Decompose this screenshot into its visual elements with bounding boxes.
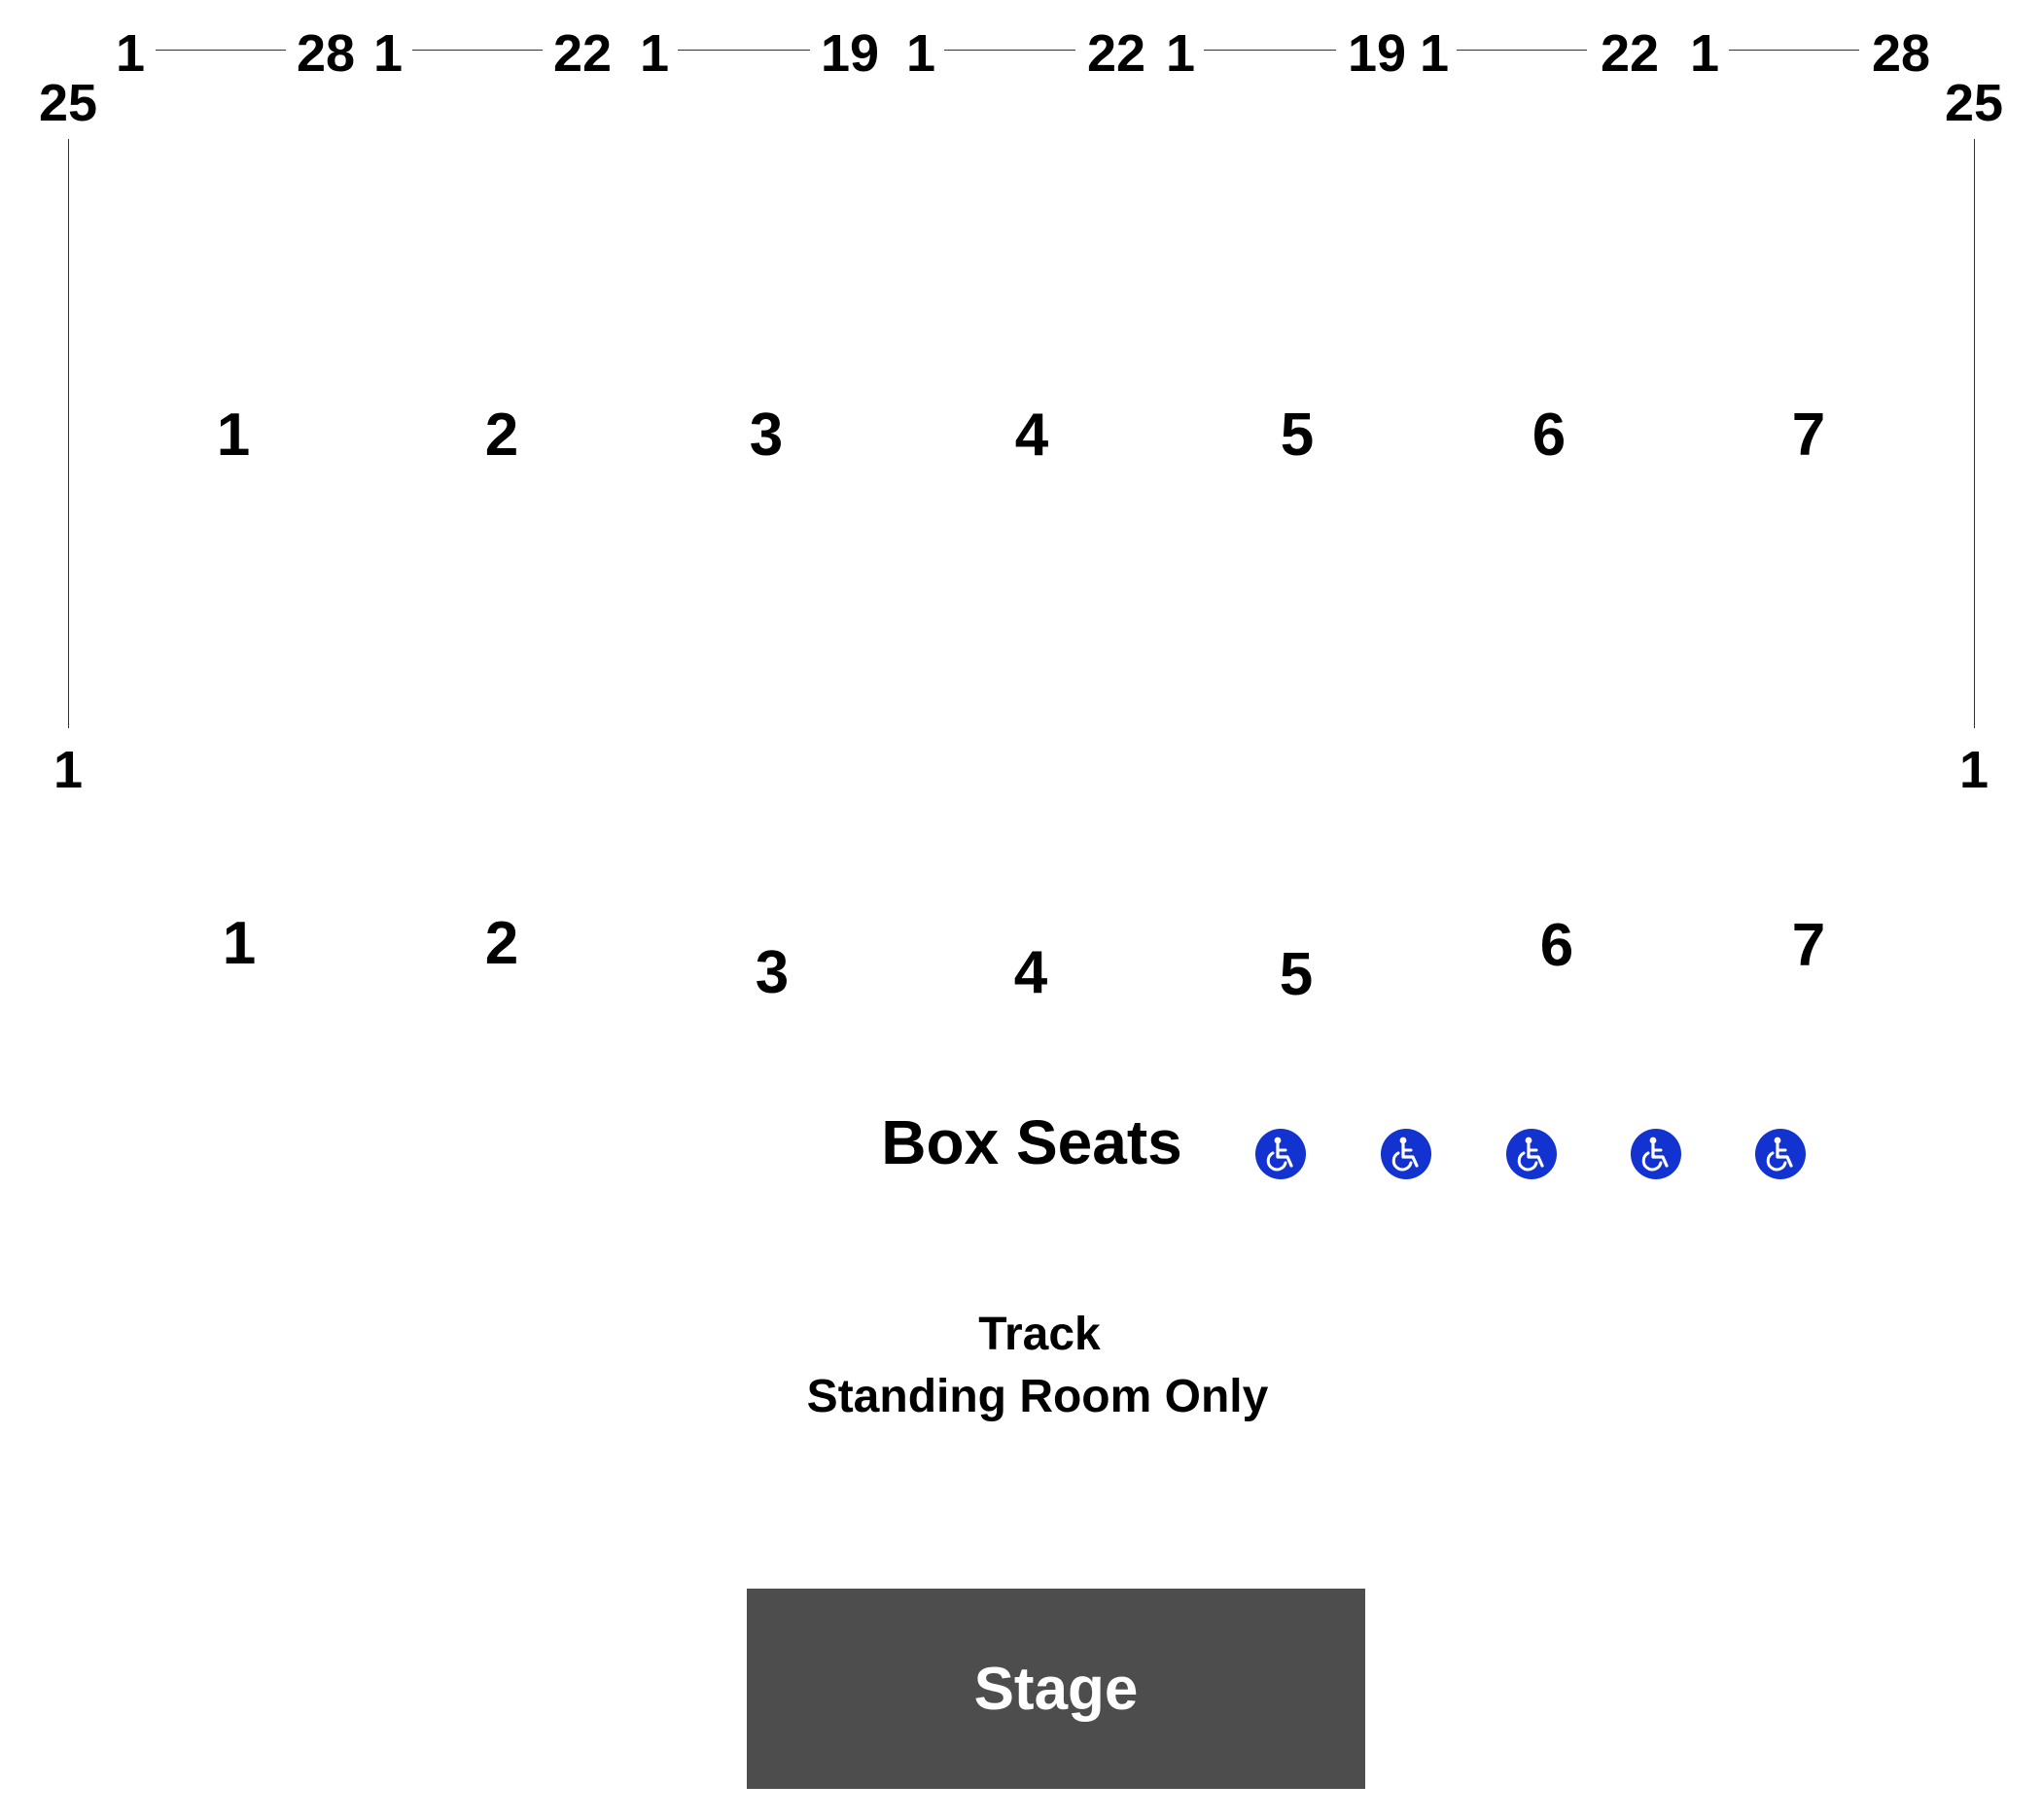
section-4-row-end: 22	[1086, 24, 1146, 83]
wheelchair-icon[interactable]	[1381, 1129, 1431, 1179]
upper-section-6[interactable]: 6	[1532, 402, 1567, 469]
lower-section-6[interactable]: 6	[1539, 912, 1574, 979]
stage: Stage	[747, 1589, 1365, 1789]
wheelchair-icon-graphic	[1631, 1129, 1681, 1179]
section-3-row-line	[678, 50, 810, 51]
section-1-row-start: 1	[115, 24, 146, 83]
section-6-row-start: 1	[1419, 24, 1450, 83]
upper-section-2[interactable]: 2	[484, 402, 519, 469]
track-label: Track	[978, 1309, 1101, 1360]
left-side-row-top: 25	[38, 74, 98, 132]
lower-section-7[interactable]: 7	[1791, 912, 1826, 979]
section-1-row-line	[156, 50, 286, 51]
section-2-row-end: 22	[552, 24, 613, 83]
wheelchair-icon-graphic	[1506, 1129, 1557, 1179]
lower-section-5[interactable]: 5	[1279, 941, 1314, 1008]
upper-section-5[interactable]: 5	[1280, 402, 1315, 469]
section-6-row-end: 22	[1600, 24, 1660, 83]
lower-section-1[interactable]: 1	[222, 910, 257, 977]
right-side-row-top: 25	[1944, 74, 2004, 132]
right-side-row-line	[1974, 139, 1975, 728]
section-1-row-end: 28	[296, 24, 356, 83]
wheelchair-icon[interactable]	[1506, 1129, 1557, 1179]
lower-section-4[interactable]: 4	[1013, 939, 1048, 1006]
left-side-row-line	[68, 139, 69, 728]
section-7-row-end: 28	[1871, 24, 1931, 83]
section-7-row-start: 1	[1689, 24, 1720, 83]
section-5-row-start: 1	[1165, 24, 1196, 83]
section-4-row-start: 1	[905, 24, 936, 83]
upper-section-1[interactable]: 1	[216, 402, 251, 469]
section-2-row-line	[412, 50, 543, 51]
section-7-row-line	[1729, 50, 1859, 51]
left-side-row-bottom: 1	[53, 741, 84, 799]
wheelchair-icon[interactable]	[1631, 1129, 1681, 1179]
wheelchair-icon[interactable]	[1755, 1129, 1806, 1179]
section-6-row-line	[1457, 50, 1587, 51]
section-5-row-line	[1204, 50, 1336, 51]
section-2-row-start: 1	[372, 24, 404, 83]
upper-section-3[interactable]: 3	[749, 402, 784, 469]
track-standing-label: Standing Room Only	[806, 1371, 1269, 1422]
section-3-row-start: 1	[639, 24, 670, 83]
wheelchair-icon-graphic	[1381, 1129, 1431, 1179]
upper-section-4[interactable]: 4	[1014, 402, 1049, 469]
wheelchair-icon[interactable]	[1255, 1129, 1306, 1179]
upper-section-7[interactable]: 7	[1791, 402, 1826, 469]
wheelchair-icon-graphic	[1255, 1129, 1306, 1179]
lower-section-3[interactable]: 3	[755, 939, 790, 1006]
section-5-row-end: 19	[1347, 24, 1407, 83]
section-3-row-end: 19	[820, 24, 880, 83]
box-seats-label[interactable]: Box Seats	[881, 1107, 1182, 1177]
wheelchair-icon-graphic	[1755, 1129, 1806, 1179]
right-side-row-bottom: 1	[1958, 741, 1989, 799]
lower-section-2[interactable]: 2	[484, 910, 519, 977]
section-4-row-line	[944, 50, 1075, 51]
stage-label: Stage	[973, 1655, 1139, 1723]
